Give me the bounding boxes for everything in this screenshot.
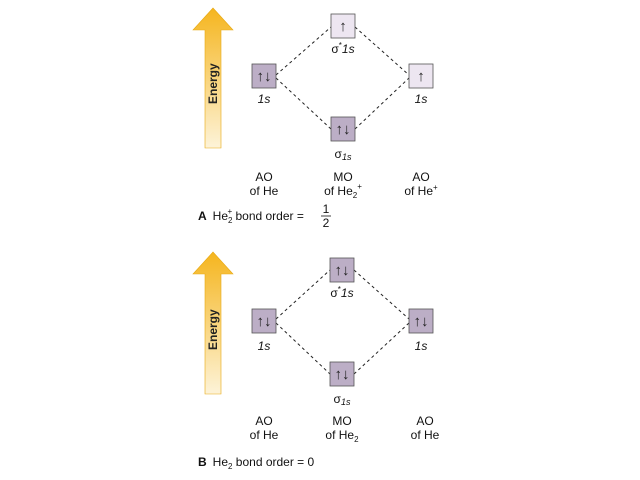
col-right-line1: AO bbox=[412, 170, 429, 184]
ao-left-b: ↑↓ 1s bbox=[251, 308, 277, 353]
line-antibonding-to-right-a bbox=[354, 26, 410, 76]
col-left-line1: AO bbox=[255, 170, 272, 184]
correlation-lines-a bbox=[275, 26, 410, 130]
col-left-line2: of He bbox=[250, 428, 279, 442]
col-right-line2: of He bbox=[411, 428, 440, 442]
electron-arrows: ↑↓ bbox=[335, 366, 350, 383]
col-left-line2: of He bbox=[250, 184, 279, 198]
orbital-label: 1s bbox=[415, 339, 428, 353]
line-antibonding-to-right-b bbox=[353, 269, 410, 320]
electron-arrows: ↑↓ bbox=[257, 68, 272, 85]
orbital-box bbox=[408, 63, 434, 89]
orbital-box bbox=[329, 257, 355, 283]
line-bonding-to-right-a bbox=[354, 77, 410, 130]
line-left-to-bonding-b bbox=[275, 322, 331, 375]
col-mid-line1: MO bbox=[332, 414, 351, 428]
energy-label-a: Energy bbox=[206, 63, 220, 104]
correlation-lines-b bbox=[275, 269, 410, 375]
orbital-box bbox=[330, 116, 356, 142]
electron-arrows: ↑↓ bbox=[336, 121, 351, 138]
fraction-denominator: 2 bbox=[323, 216, 330, 230]
mo-bonding-b: ↑↓ σ1s bbox=[329, 361, 355, 407]
electron-arrows: ↑↓ bbox=[335, 262, 350, 279]
ao-right-b: ↑↓ 1s bbox=[408, 308, 434, 353]
column-labels-a: AO of He MO of He2+ AO of He+ bbox=[250, 170, 438, 200]
electron-arrows: ↑↓ bbox=[257, 313, 272, 330]
orbital-label: 1s bbox=[258, 339, 271, 353]
orbital-label: σ1s bbox=[334, 392, 351, 407]
panel-b: Energy ↑↓ 1s ↑↓ σ*1s ↑↓ σ1s bbox=[192, 251, 440, 471]
orbital-box bbox=[330, 13, 356, 39]
orbital-box bbox=[251, 63, 277, 89]
col-right-line1: AO bbox=[416, 414, 433, 428]
orbital-label: σ1s bbox=[335, 147, 352, 162]
col-mid-line2: of He2 bbox=[325, 428, 359, 444]
orbital-label: 1s bbox=[415, 92, 428, 106]
mo-antibonding-a: ↑ σ*1s bbox=[330, 13, 356, 56]
ao-left-a: ↑↓ 1s bbox=[251, 63, 277, 106]
orbital-box bbox=[329, 361, 355, 387]
mo-bonding-a: ↑↓ σ1s bbox=[330, 116, 356, 162]
electron-arrows: ↑↓ bbox=[414, 313, 429, 330]
energy-label-b: Energy bbox=[206, 309, 220, 350]
orbital-label: 1s bbox=[258, 92, 271, 106]
orbital-box bbox=[408, 308, 434, 334]
ao-right-a: ↑ 1s bbox=[408, 63, 434, 106]
col-mid-line1: MO bbox=[333, 170, 352, 184]
orbital-label: σ*1s bbox=[331, 41, 354, 56]
column-labels-b: AO of He MO of He2 AO of He bbox=[250, 414, 440, 444]
col-right-line2: of He+ bbox=[404, 183, 438, 198]
energy-arrow-a: Energy bbox=[192, 7, 234, 149]
energy-arrow-b: Energy bbox=[192, 251, 234, 395]
line-bonding-to-right-b bbox=[353, 322, 410, 375]
col-left-line1: AO bbox=[255, 414, 272, 428]
col-mid-line2: of He2+ bbox=[324, 182, 362, 200]
panel-a: Energy ↑↓ 1s ↑ σ*1s ↑↓ σ1s bbox=[192, 7, 438, 230]
line-left-to-antibonding-b bbox=[275, 269, 331, 320]
orbital-label: σ*1s bbox=[330, 285, 353, 300]
line-left-to-antibonding-a bbox=[275, 26, 332, 76]
electron-arrows: ↑ bbox=[417, 68, 425, 85]
mo-antibonding-b: ↑↓ σ*1s bbox=[329, 257, 355, 300]
line-left-to-bonding-a bbox=[275, 77, 332, 130]
orbital-box bbox=[251, 308, 277, 334]
fraction-numerator: 1 bbox=[323, 202, 330, 216]
electron-arrows: ↑ bbox=[339, 18, 347, 35]
